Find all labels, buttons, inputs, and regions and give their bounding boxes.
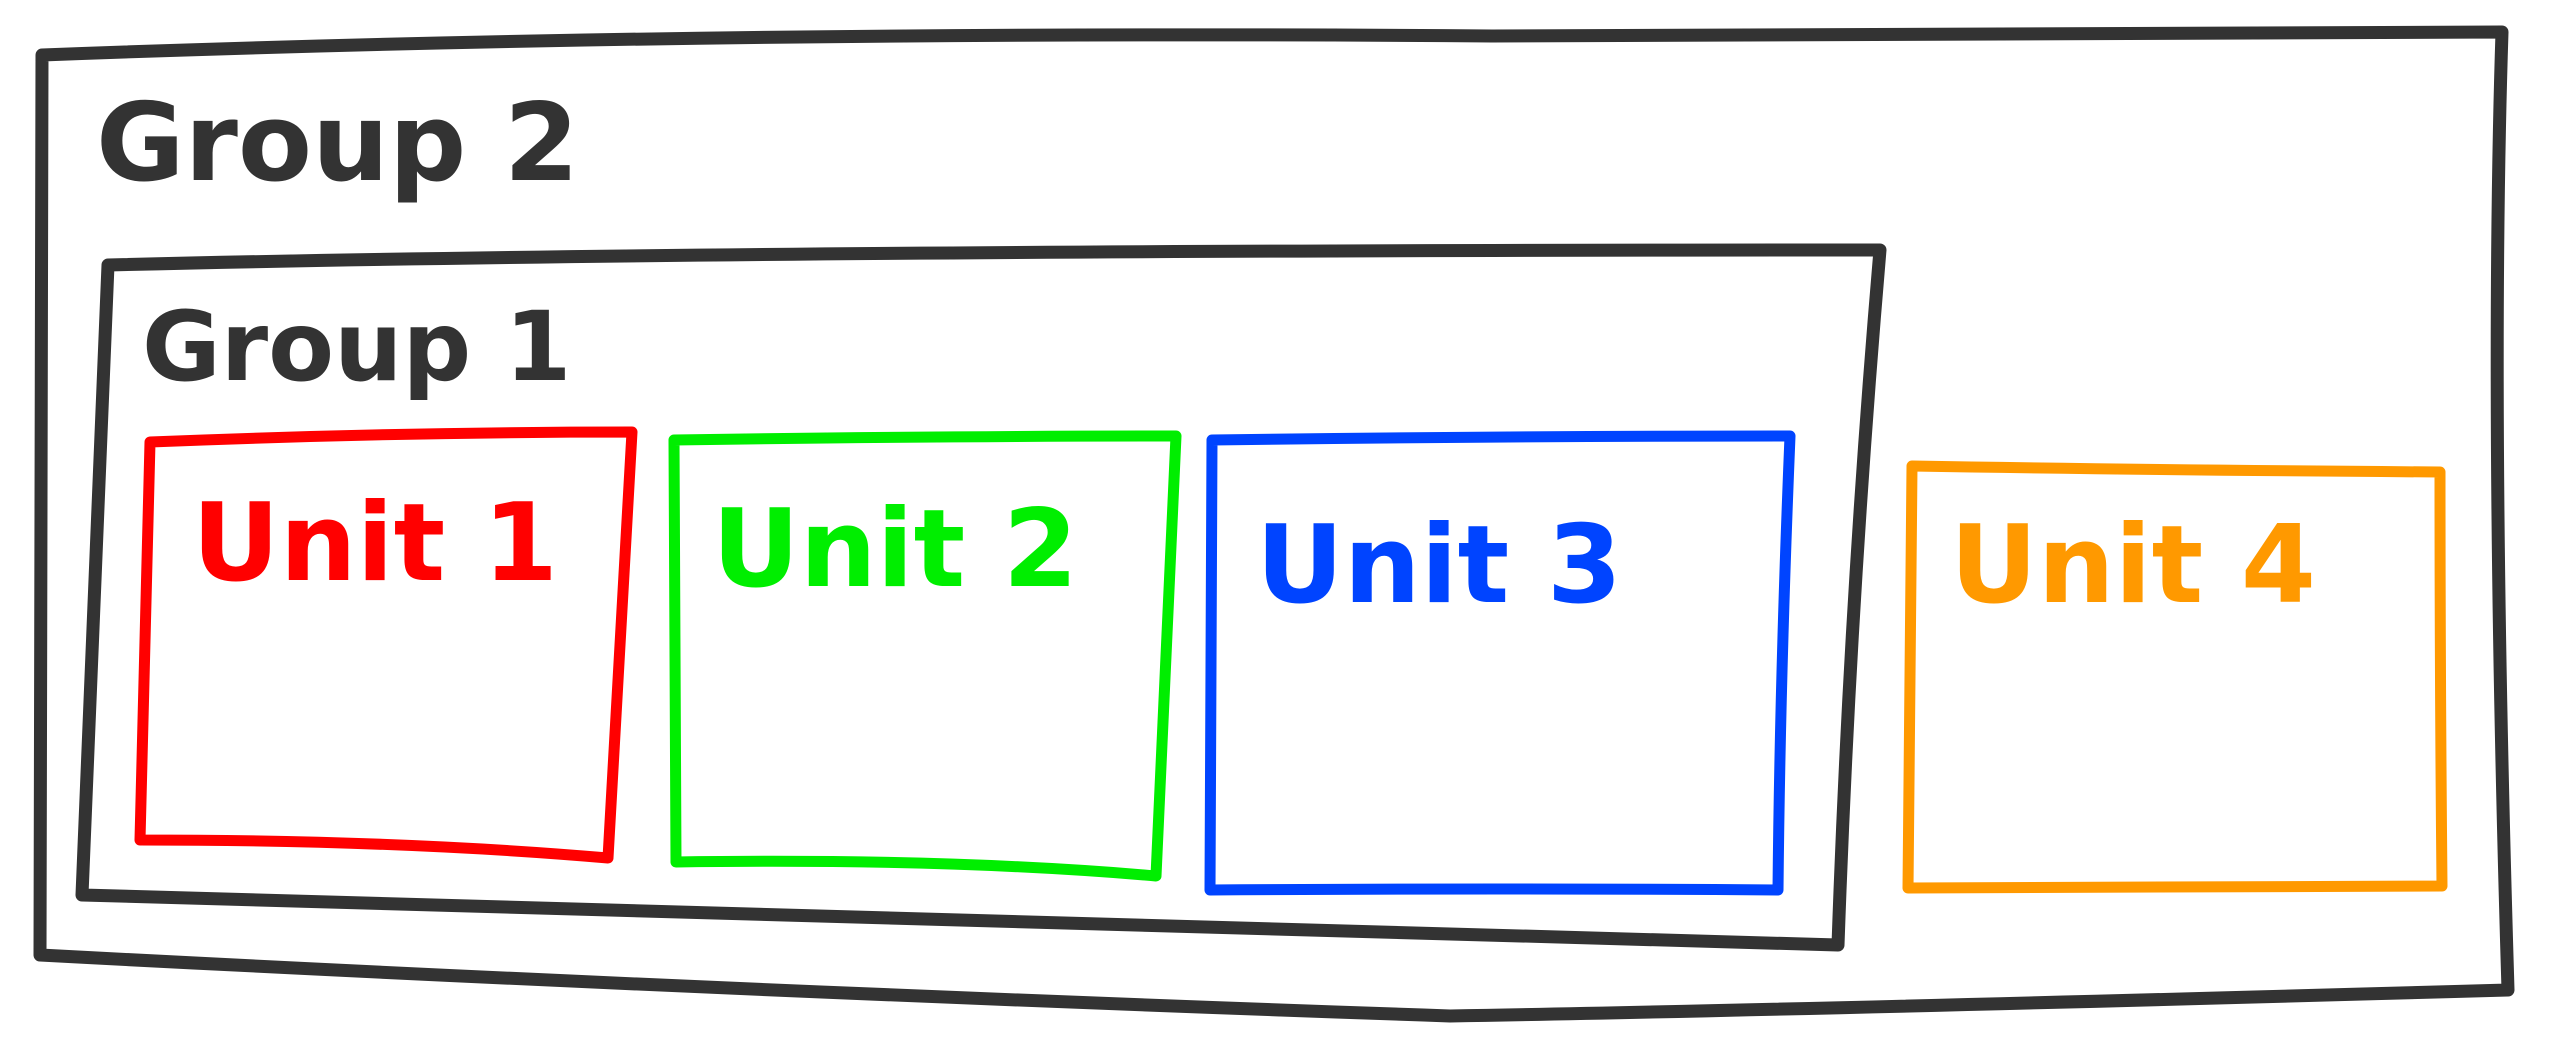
group-2: Group 2 [33, 25, 2515, 1023]
unit-3-label: Unit 3 [1256, 503, 1622, 628]
group-1-box [75, 243, 1887, 952]
unit-2: Unit 2 [668, 430, 1182, 882]
unit-4: Unit 4 [1902, 460, 2448, 894]
unit-4-box [1902, 460, 2448, 894]
unit-1: Unit 1 [134, 426, 638, 864]
group-1-label: Group 1 [142, 291, 571, 403]
unit-4-label: Unit 4 [1950, 503, 2316, 628]
group-1: Group 1 [75, 243, 1887, 952]
unit-2-box [668, 430, 1182, 882]
unit-1-label: Unit 1 [192, 481, 558, 606]
unit-1-box [134, 426, 638, 864]
unit-3: Unit 3 [1204, 430, 1796, 896]
group-2-label: Group 2 [96, 81, 579, 206]
unit-2-label: Unit 2 [712, 487, 1078, 612]
group-2-box [33, 25, 2515, 1023]
unit-3-box [1204, 430, 1796, 896]
